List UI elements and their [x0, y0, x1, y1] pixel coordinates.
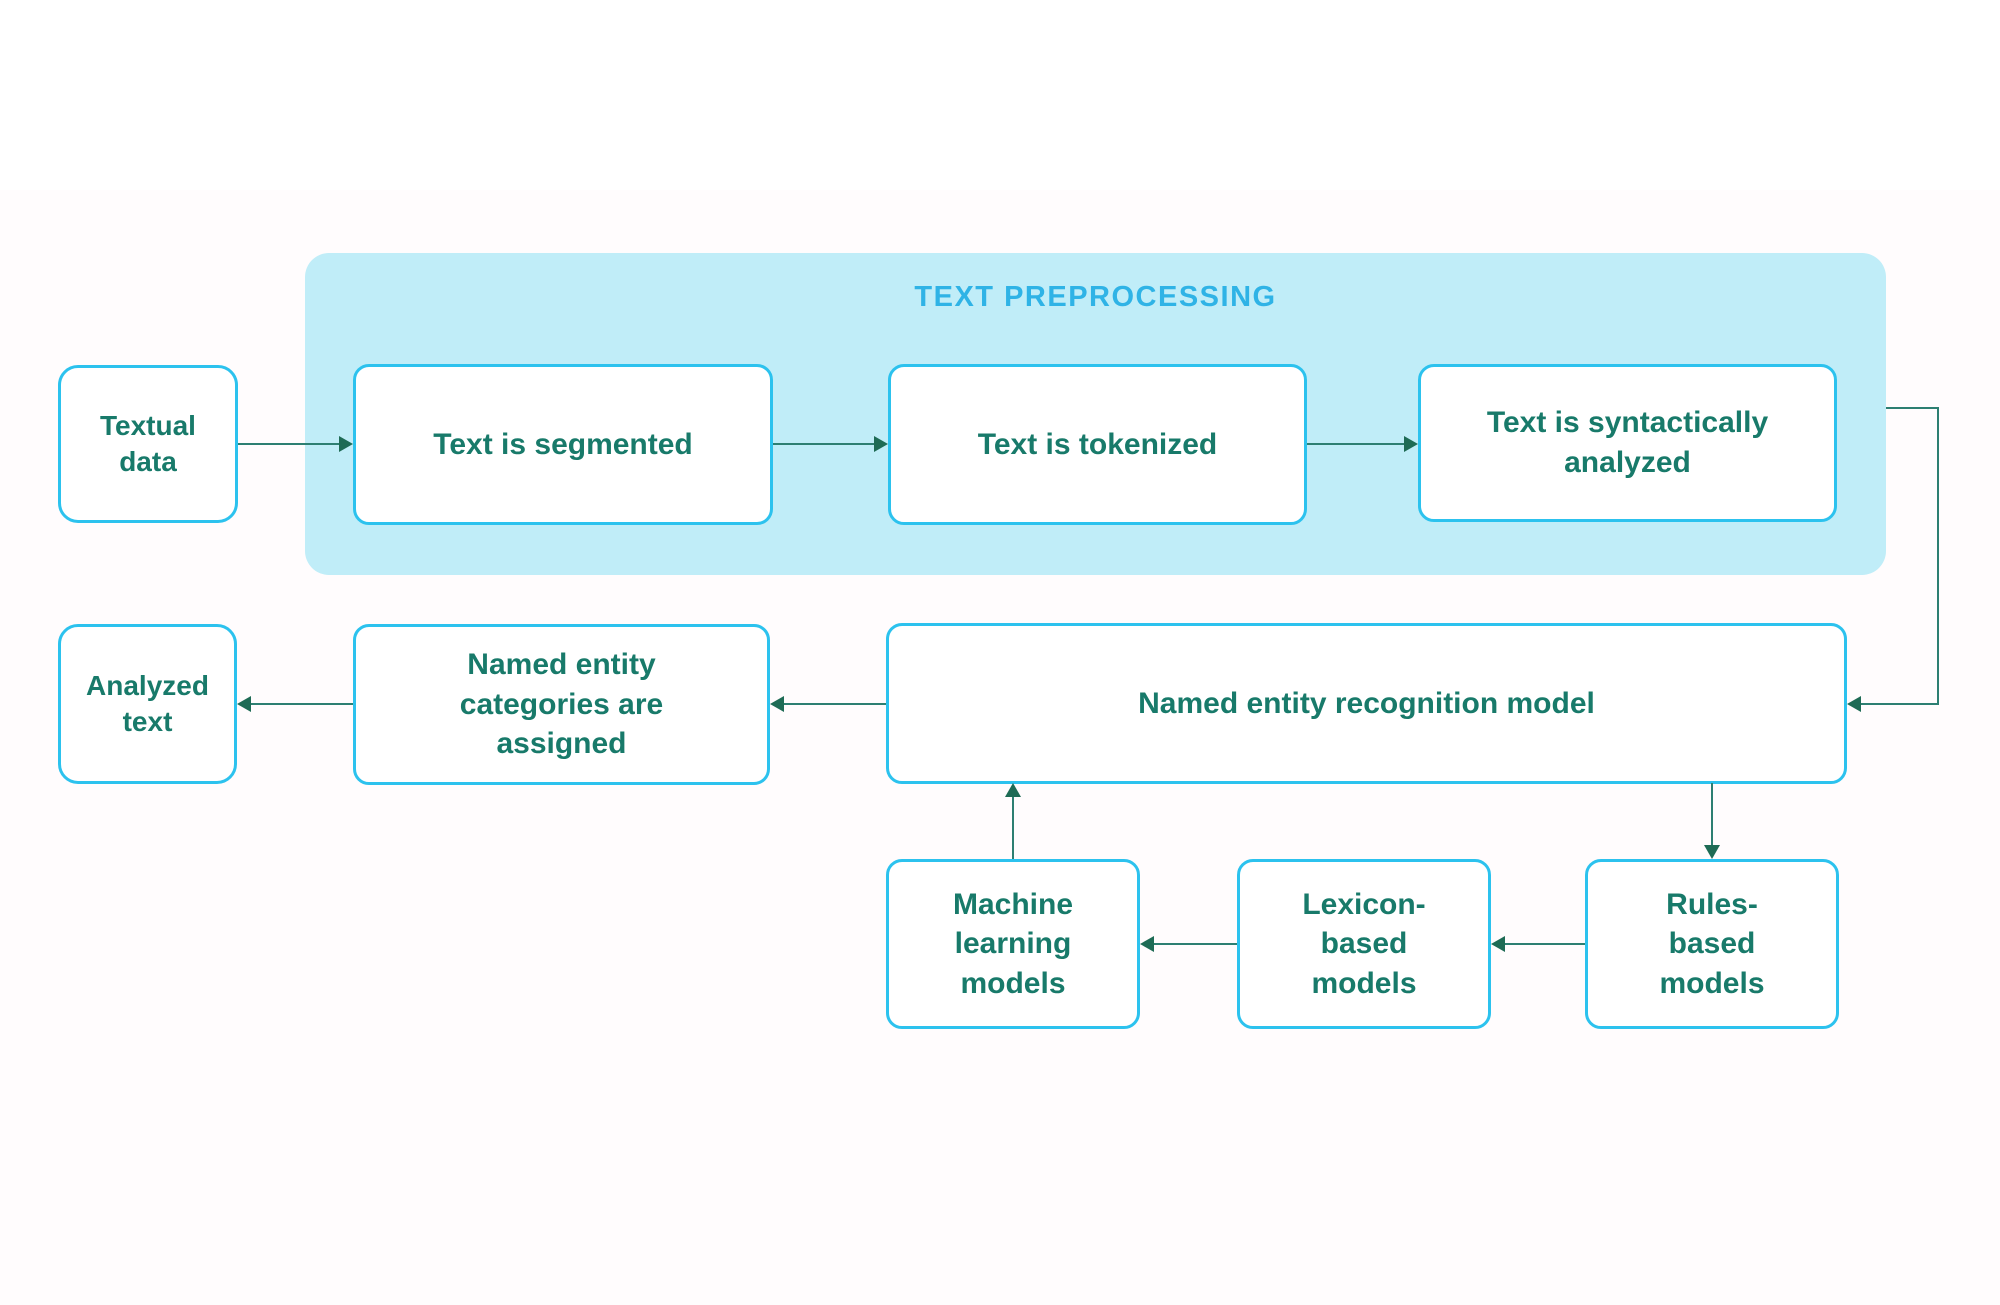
node-machine-learning-models: Machine learning models [886, 859, 1140, 1029]
edge-preprocessing-to-ner-line [1860, 703, 1939, 705]
node-label: Text is segmented [433, 427, 693, 461]
arrowhead-left-icon [1491, 936, 1505, 952]
arrowhead-right-icon [339, 436, 353, 452]
node-label: Analyzed text [86, 670, 209, 737]
node-text-is-segmented: Text is segmented [353, 364, 773, 525]
node-text-syntactically-analyzed: Text is syntactically analyzed [1418, 364, 1837, 522]
node-label: Machine learning models [952, 887, 1074, 1000]
node-label: Textual data [100, 410, 196, 477]
node-text-is-tokenized: Text is tokenized [888, 364, 1307, 525]
node-label: Text is tokenized [977, 427, 1218, 461]
node-label: Rules- based models [1659, 887, 1765, 1000]
edge-lexicon-to-ml-line [1154, 943, 1237, 945]
edge-preprocessing-to-ner-line [1886, 407, 1939, 409]
node-named-entity-recognition-model: Named entity recognition model [886, 623, 1847, 784]
node-textual-data: Textual data [58, 365, 238, 523]
edge-preprocessing-to-ner-line [1937, 407, 1939, 704]
edge-rules-to-lexicon-line [1505, 943, 1585, 945]
edge-tokenized-to-syntactic-line [1307, 443, 1405, 445]
edge-ner-to-categories-line [784, 703, 886, 705]
edge-segmented-to-tokenized-line [773, 443, 875, 445]
arrowhead-right-icon [874, 436, 888, 452]
node-label: Named entity categories are assigned [459, 648, 664, 761]
node-named-entity-categories-assigned: Named entity categories are assigned [353, 624, 770, 785]
node-rules-based-models: Rules- based models [1585, 859, 1839, 1029]
arrowhead-left-icon [1140, 936, 1154, 952]
node-label: Text is syntactically analyzed [1486, 406, 1769, 479]
arrowhead-left-icon [237, 696, 251, 712]
arrowhead-down-icon [1704, 845, 1720, 859]
arrowhead-up-icon [1005, 783, 1021, 797]
group-title: TEXT PREPROCESSING [914, 281, 1277, 313]
node-label: Named entity recognition model [1138, 686, 1595, 720]
arrowhead-right-icon [1404, 436, 1418, 452]
node-label: Lexicon- based models [1302, 887, 1426, 1000]
node-lexicon-based-models: Lexicon- based models [1237, 859, 1491, 1029]
edge-ner-to-rules-line [1711, 783, 1713, 847]
edge-textual-to-segmented-line [238, 443, 340, 445]
arrowhead-left-icon [770, 696, 784, 712]
edge-categories-to-analyzed-line [251, 703, 353, 705]
node-analyzed-text: Analyzed text [58, 624, 237, 784]
arrowhead-left-icon [1847, 696, 1861, 712]
edge-ml-to-ner-line [1012, 797, 1014, 859]
